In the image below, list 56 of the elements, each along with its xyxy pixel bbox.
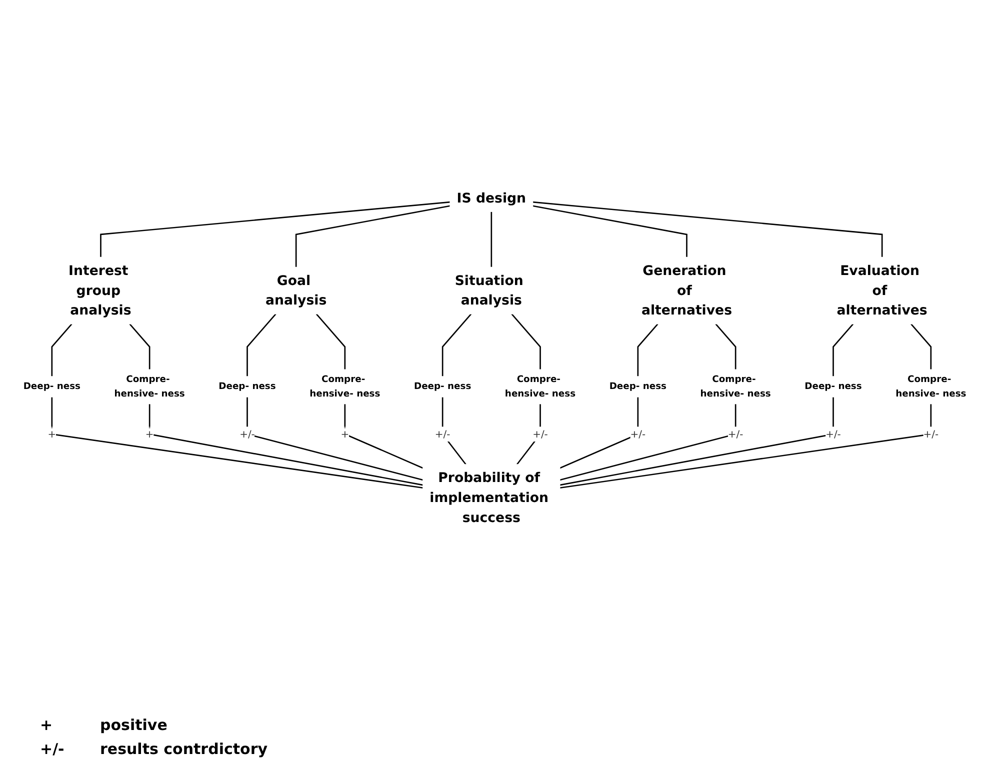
connector: [910, 323, 932, 370]
connector: [532, 201, 882, 258]
connector: [246, 313, 276, 377]
legend-symbol: +/-: [40, 740, 64, 758]
node-text: Goal analysis: [265, 272, 326, 308]
node-text: Compre- hensive- ness: [895, 374, 966, 398]
node-text: Probability of implementation success: [429, 470, 548, 526]
edge-label: +/-: [922, 428, 938, 440]
edge-label: +/-: [630, 428, 646, 440]
connector: [559, 396, 834, 486]
connector: [148, 404, 423, 486]
node-text: Compre- hensive- ness: [114, 374, 184, 398]
node-text: Interest group analysis: [68, 262, 131, 318]
node-text: Compre- hensive- ness: [504, 374, 576, 398]
connector: [559, 396, 638, 469]
edge-label: +: [340, 428, 349, 440]
connector: [532, 205, 687, 258]
edge-label: +/-: [434, 428, 450, 440]
connector: [246, 396, 423, 481]
node-text: Situation analysis: [454, 272, 523, 308]
node-text: Deep- ness: [804, 380, 862, 392]
node-text: Generation of alternatives: [640, 262, 732, 318]
edge-label: +/-: [239, 428, 254, 440]
connector: [50, 323, 72, 377]
connector: [441, 313, 472, 377]
connector: [128, 323, 150, 370]
edge-label: +: [47, 428, 56, 440]
connector: [714, 323, 736, 370]
node-text: Deep- ness: [218, 380, 276, 392]
connector: [315, 313, 346, 370]
edge-label: +: [144, 428, 154, 440]
connector: [516, 404, 540, 465]
connector: [636, 323, 658, 377]
node-text: Deep- ness: [608, 380, 666, 392]
node-text: IS design: [456, 190, 526, 206]
connector: [490, 212, 492, 268]
connector: [344, 404, 423, 469]
legend-text: positive: [100, 716, 168, 734]
edge-label: +/-: [727, 428, 743, 440]
connector: [559, 404, 736, 481]
connector: [441, 396, 466, 465]
node-text: Deep- ness: [22, 380, 80, 392]
legend-symbol: +: [40, 716, 53, 734]
edge-label: +/-: [532, 428, 548, 440]
connector: [100, 201, 450, 258]
connector: [832, 323, 854, 377]
connector: [294, 205, 450, 268]
legend-text: results contrdictory: [100, 740, 268, 758]
connector: [50, 396, 423, 489]
connector: [559, 404, 932, 489]
connector: [510, 313, 540, 370]
node-text: Compre- hensive- ness: [309, 374, 380, 398]
node-text: Compre- hensive- ness: [700, 374, 770, 398]
node-text: Evaluation of alternatives: [836, 262, 927, 318]
node-text: Deep- ness: [413, 380, 471, 392]
edge-label: +/-: [825, 428, 840, 440]
